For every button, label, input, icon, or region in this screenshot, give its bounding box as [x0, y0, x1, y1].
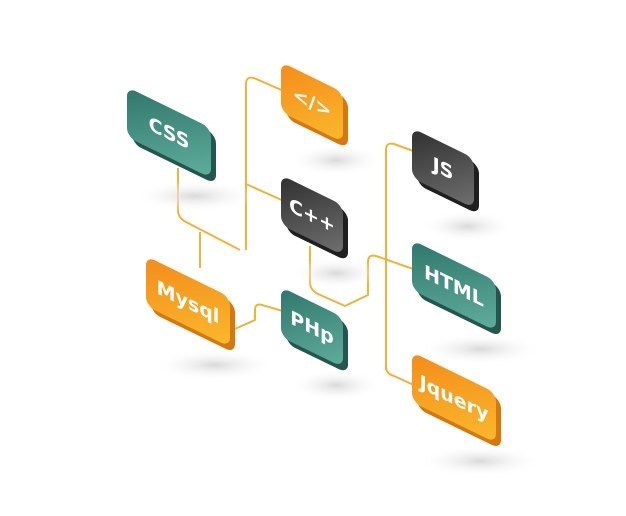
html-shadow: [417, 332, 544, 365]
node-cpp: C++: [281, 178, 348, 259]
css-tile-face: [127, 90, 211, 175]
cpp-shadow: [289, 257, 383, 290]
code-tile-face: [281, 65, 343, 139]
mysql-tile-face: [146, 259, 230, 344]
mysql-shadow: [151, 348, 278, 381]
node-php: PHp: [281, 290, 348, 371]
jquery-tile-face: [412, 355, 496, 440]
connector-jquery: [385, 365, 417, 387]
css-shadow: [132, 179, 259, 212]
connector-mysql-php: [227, 303, 287, 333]
js-shadow: [420, 210, 514, 243]
connector-trunk-code: [245, 76, 287, 250]
node-code: </>: [281, 65, 348, 146]
node-js: JS: [412, 131, 479, 212]
node-jquery: Jquery: [412, 355, 501, 447]
php-shadow: [289, 369, 383, 402]
node-html: HTML: [412, 243, 501, 335]
jquery-shadow: [417, 444, 544, 477]
node-css: CSS: [127, 90, 216, 182]
js-label: JS: [431, 151, 454, 185]
html-tile-face: [412, 243, 496, 328]
php-tile-face: [281, 290, 343, 364]
code-shadow: [289, 144, 383, 177]
connector-trunk-cpp: [245, 183, 287, 203]
node-mysql: Mysql: [146, 259, 235, 351]
cpp-tile-face: [281, 178, 343, 252]
connector-js-jquery: [385, 142, 417, 370]
js-tile-face: [412, 131, 474, 205]
